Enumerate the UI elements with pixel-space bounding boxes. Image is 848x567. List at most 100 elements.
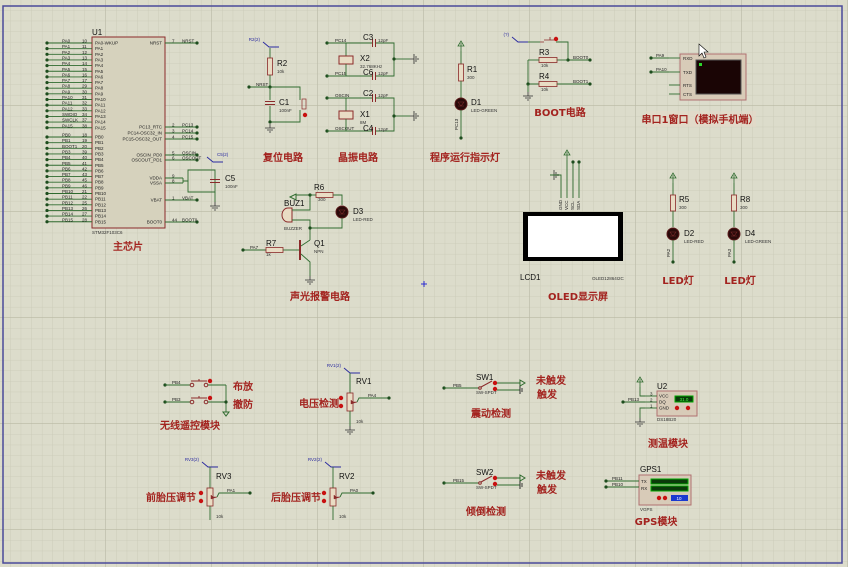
wire [310, 218, 343, 229]
pin-state-indicator [492, 386, 498, 392]
x2-value: 32.768KHz [360, 64, 383, 69]
voltage-probe-icon[interactable] [262, 41, 279, 48]
net-label: SWCLK [62, 118, 78, 123]
wire [183, 180, 216, 193]
junction-dot [392, 114, 396, 118]
gps-count-display [671, 495, 688, 501]
pin-number: 38 [82, 123, 88, 128]
push-button[interactable] [191, 379, 207, 382]
r3-resistor[interactable] [538, 57, 558, 63]
pin-name: VDDA [149, 176, 162, 181]
pb13-net-label: PB13 [628, 397, 640, 402]
pin-name: PA4 [95, 63, 104, 68]
title-led1: LED灯 [662, 274, 694, 287]
u2-pin-number: 2 [650, 398, 653, 403]
title-led2: LED灯 [724, 274, 756, 287]
title-not-triggered: 未触发 [535, 374, 567, 387]
probe-label: R2(2) [249, 37, 261, 42]
wire [270, 110, 301, 123]
voltage-probe-icon[interactable] [201, 461, 218, 468]
net-terminal [45, 152, 49, 156]
x2-crystal[interactable] [338, 55, 354, 65]
r2-resistor[interactable] [267, 57, 273, 76]
net-terminal [45, 109, 49, 113]
r1-resistor[interactable] [458, 63, 464, 82]
title-oled: OLED显示屏 [548, 291, 608, 303]
r4-resistor[interactable] [538, 81, 558, 87]
reset-button[interactable] [301, 98, 307, 110]
net-terminal [45, 158, 49, 162]
d3-ref: D3 [353, 207, 364, 216]
net-label: SWDIO [62, 112, 78, 117]
d1-led[interactable] [454, 97, 468, 111]
net-label: BOOT1 [62, 144, 78, 149]
pin-name: PB10 [95, 191, 107, 196]
pin-number: 42 [82, 166, 88, 171]
wire [639, 407, 645, 418]
switch-contact [478, 386, 482, 390]
pin-state-indicator [321, 490, 327, 496]
c5-ref: C5 [225, 174, 236, 183]
terminal-screen[interactable] [695, 59, 742, 95]
net-terminal [195, 41, 199, 45]
pin-state-indicator [685, 405, 691, 411]
net-terminal [45, 52, 49, 56]
voltage-probe-icon[interactable] [511, 36, 528, 43]
net-label: PB5 [453, 383, 462, 388]
net-label: PA5 [62, 67, 71, 72]
net-terminal [195, 220, 199, 224]
switch-contact [478, 481, 482, 485]
voltage-probe-icon[interactable] [206, 156, 223, 163]
boot1-net-label: BOOT1 [573, 79, 589, 84]
lcd1-ref: LCD1 [520, 273, 541, 282]
push-button[interactable] [191, 396, 207, 399]
title-run-led: 程序运行指示灯 [430, 151, 500, 164]
boot-button[interactable] [540, 37, 556, 43]
wire [292, 200, 311, 211]
pin-number: 1 [172, 196, 175, 201]
sw2-spdt-switch[interactable] [480, 475, 493, 483]
pin-number: 7 [172, 39, 175, 44]
voltage-probe-icon[interactable] [324, 461, 341, 468]
x1-crystal[interactable] [338, 110, 354, 120]
pin-number: 22 [82, 195, 88, 200]
net-label: PC13 [182, 123, 194, 128]
pin-number: 46 [82, 183, 88, 188]
u1-part: STM32F103C6 [92, 230, 123, 235]
pin-name: PA7 [95, 80, 104, 85]
net-label: PB3 [172, 397, 181, 402]
pin-name: BOOT0 [147, 220, 163, 225]
oled-pin-name: VCC [564, 200, 569, 210]
net-label: PA3 [727, 248, 732, 257]
resistor[interactable] [731, 194, 737, 212]
c2-ref: C2 [363, 89, 374, 98]
u1-chip-body[interactable] [91, 36, 166, 229]
buzzer[interactable] [281, 207, 293, 223]
sw1-spdt-switch[interactable] [480, 380, 493, 388]
d4-led[interactable] [727, 227, 741, 241]
r1-ref: R1 [467, 65, 478, 74]
q1-ref: Q1 [314, 239, 325, 248]
resistor[interactable] [670, 194, 676, 212]
pin-number: 8 [172, 179, 175, 184]
u2-pin-number: 1 [650, 404, 653, 409]
ds18b20-sensor[interactable] [656, 390, 698, 417]
d2-led[interactable] [666, 227, 680, 241]
r4-value: 10k [541, 87, 549, 92]
net-label: OSCOUT [335, 126, 355, 131]
net-label: PA10 [62, 95, 73, 100]
switch-part: SW-SPDT [476, 485, 497, 490]
wire [333, 194, 343, 205]
pin-name: PB12 [95, 202, 107, 207]
oled-pin-name: SCL [570, 201, 575, 210]
oled-screen [528, 216, 618, 257]
x2-ref: X2 [360, 54, 370, 63]
diode-symbol-icon [338, 209, 346, 215]
c5-value: 100nF [225, 184, 238, 189]
buz1-ref: BUZ1 [284, 199, 305, 208]
diode-symbol-icon [730, 231, 738, 237]
net-label: PA7 [62, 78, 71, 83]
d3-led[interactable] [335, 205, 349, 219]
switch-contact [203, 399, 209, 405]
